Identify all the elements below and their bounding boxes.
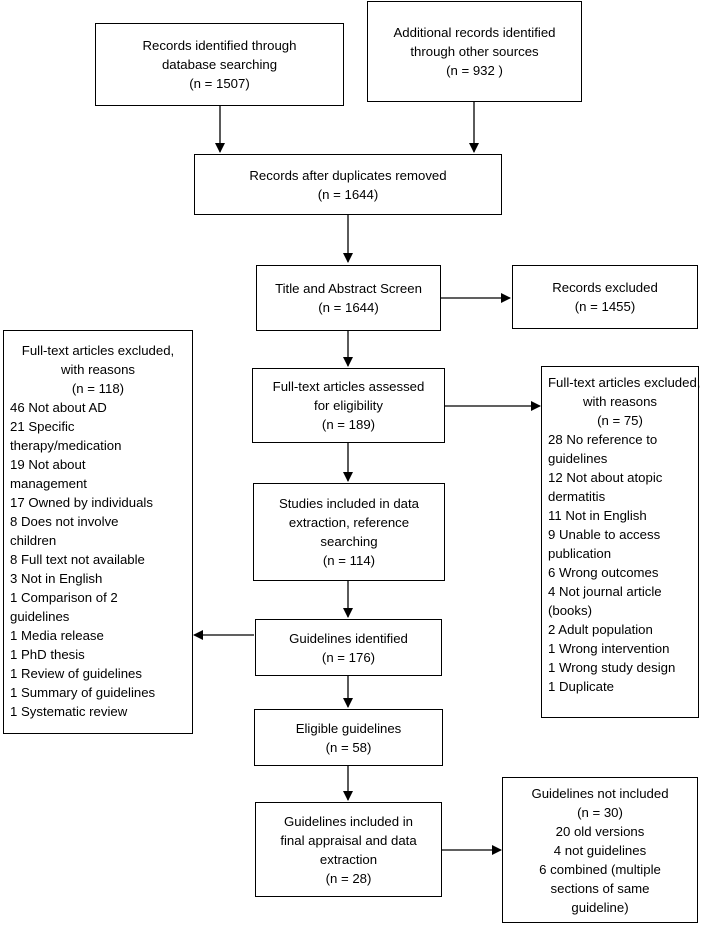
excluded-reason: 11 Not in English xyxy=(548,508,647,523)
box-line: (n = 1644) xyxy=(318,300,379,315)
box-line: through other sources xyxy=(410,44,539,59)
box-line: final appraisal and data xyxy=(280,832,417,848)
excluded-reason: (books) xyxy=(548,603,592,618)
box-line: Records after duplicates removed xyxy=(249,167,447,183)
excluded-header-line: (n = 118) xyxy=(71,381,125,396)
box-line: (n = 30) xyxy=(577,804,623,820)
excluded-reason: 1 Comparison of 2 xyxy=(10,590,118,605)
box-line: Guidelines not included xyxy=(531,785,669,801)
guidelines-not-included-box: Guidelines not included (n = 30) 20 old … xyxy=(502,777,698,923)
excluded-reason: 1 Wrong intervention xyxy=(548,641,670,656)
box-line: guideline) xyxy=(571,899,629,915)
excluded-header-line: Full-text articles excluded, xyxy=(548,375,701,390)
excluded-reason: publication xyxy=(548,546,612,561)
box-line: sections of same xyxy=(550,880,650,896)
excluded-right-box: Full-text articles excluded, with reason… xyxy=(541,366,701,718)
after-duplicates-box: Records after duplicates removed (n = 16… xyxy=(194,154,502,215)
excluded-reason: 8 Does not involve xyxy=(10,514,119,529)
box-line: 6 combined (multiple xyxy=(539,861,661,877)
title-abstract-screen-box: Title and Abstract Screen (n = 1644) xyxy=(256,265,441,331)
excluded-reason: 1 Systematic review xyxy=(10,704,128,719)
box-line: (n = 932 ) xyxy=(446,63,503,78)
box-line: Records excluded xyxy=(552,280,658,295)
excluded-reason: 6 Wrong outcomes xyxy=(548,565,659,580)
box-line: Full-text articles assessed xyxy=(272,379,425,394)
box-line: Title and Abstract Screen xyxy=(275,281,422,296)
box-line: (n = 28) xyxy=(325,870,372,886)
excluded-reason: 17 Owned by individuals xyxy=(10,495,153,510)
records-excluded-box: Records excluded (n = 1455) xyxy=(512,265,698,329)
excluded-header-line: (n = 75) xyxy=(597,413,643,428)
eligible-guidelines-box: Eligible guidelines (n = 58) xyxy=(254,709,443,766)
excluded-reason: management xyxy=(10,476,87,491)
excluded-reason: guidelines xyxy=(548,451,608,466)
box-line: 20 old versions xyxy=(555,823,645,839)
excluded-reason: 4 Not journal article xyxy=(548,584,662,599)
excluded-reason: guidelines xyxy=(10,609,70,624)
excluded-reason: 46 Not about AD xyxy=(10,400,107,415)
excluded-reason: 28 No reference to xyxy=(548,432,658,447)
guidelines-included-box: Guidelines included in final appraisal a… xyxy=(255,802,442,897)
excluded-reason: dermatitis xyxy=(548,489,606,504)
excluded-reason: 1 Media release xyxy=(10,628,104,643)
box-line: Eligible guidelines xyxy=(295,720,402,736)
records-database-box: Records identified through database sear… xyxy=(95,23,344,106)
box-line: (n = 114) xyxy=(322,553,376,568)
box-line: extraction, reference xyxy=(288,515,410,530)
box-line: Guidelines included in xyxy=(283,813,414,829)
excluded-reason: 1 PhD thesis xyxy=(10,647,85,662)
excluded-reason: 2 Adult population xyxy=(548,622,653,637)
box-line: Records identified through xyxy=(142,38,297,53)
fulltext-assessed-box: Full-text articles assessed for eligibil… xyxy=(252,368,445,443)
excluded-reason: 1 Duplicate xyxy=(548,679,614,694)
excluded-left-box: Full-text articles excluded, with reason… xyxy=(3,330,193,734)
excluded-reason: 21 Specific xyxy=(10,419,75,434)
excluded-reason: 1 Review of guidelines xyxy=(10,666,142,681)
excluded-reason: 12 Not about atopic xyxy=(548,470,663,485)
box-line: (n = 1644) xyxy=(317,186,379,202)
excluded-reason: 1 Summary of guidelines xyxy=(10,685,156,700)
box-line: searching xyxy=(320,534,378,549)
box-line: (n = 1455) xyxy=(574,299,636,314)
data-extraction-box: Studies included in data extraction, ref… xyxy=(253,483,445,581)
box-line: extraction xyxy=(319,851,378,867)
box-line: database searching xyxy=(161,57,278,72)
excluded-reason: 19 Not about xyxy=(10,457,86,472)
box-line: (n = 1507) xyxy=(189,76,250,91)
box-line: for eligibility xyxy=(314,398,383,413)
box-line: (n = 58) xyxy=(325,739,372,755)
box-line: (n = 189) xyxy=(321,417,376,432)
box-line: (n = 176) xyxy=(321,649,376,665)
box-line: 4 not guidelines xyxy=(553,842,647,858)
records-other-sources-box: Additional records identified through ot… xyxy=(367,1,582,102)
excluded-header-line: with reasons xyxy=(582,394,658,409)
excluded-header-line: Full-text articles excluded, xyxy=(21,343,175,358)
excluded-reason: therapy/medication xyxy=(10,438,122,453)
box-line: Guidelines identified xyxy=(289,630,408,646)
excluded-reason: 1 Wrong study design xyxy=(548,660,676,675)
excluded-reason: children xyxy=(10,533,57,548)
excluded-reason: 3 Not in English xyxy=(10,571,103,586)
box-line: Additional records identified xyxy=(393,25,556,40)
excluded-header-line: with reasons xyxy=(60,362,136,377)
excluded-reason: 8 Full text not available xyxy=(10,552,145,567)
excluded-reason: 9 Unable to access xyxy=(548,527,661,542)
guidelines-identified-box: Guidelines identified (n = 176) xyxy=(255,619,442,676)
box-line: Studies included in data xyxy=(278,496,420,511)
